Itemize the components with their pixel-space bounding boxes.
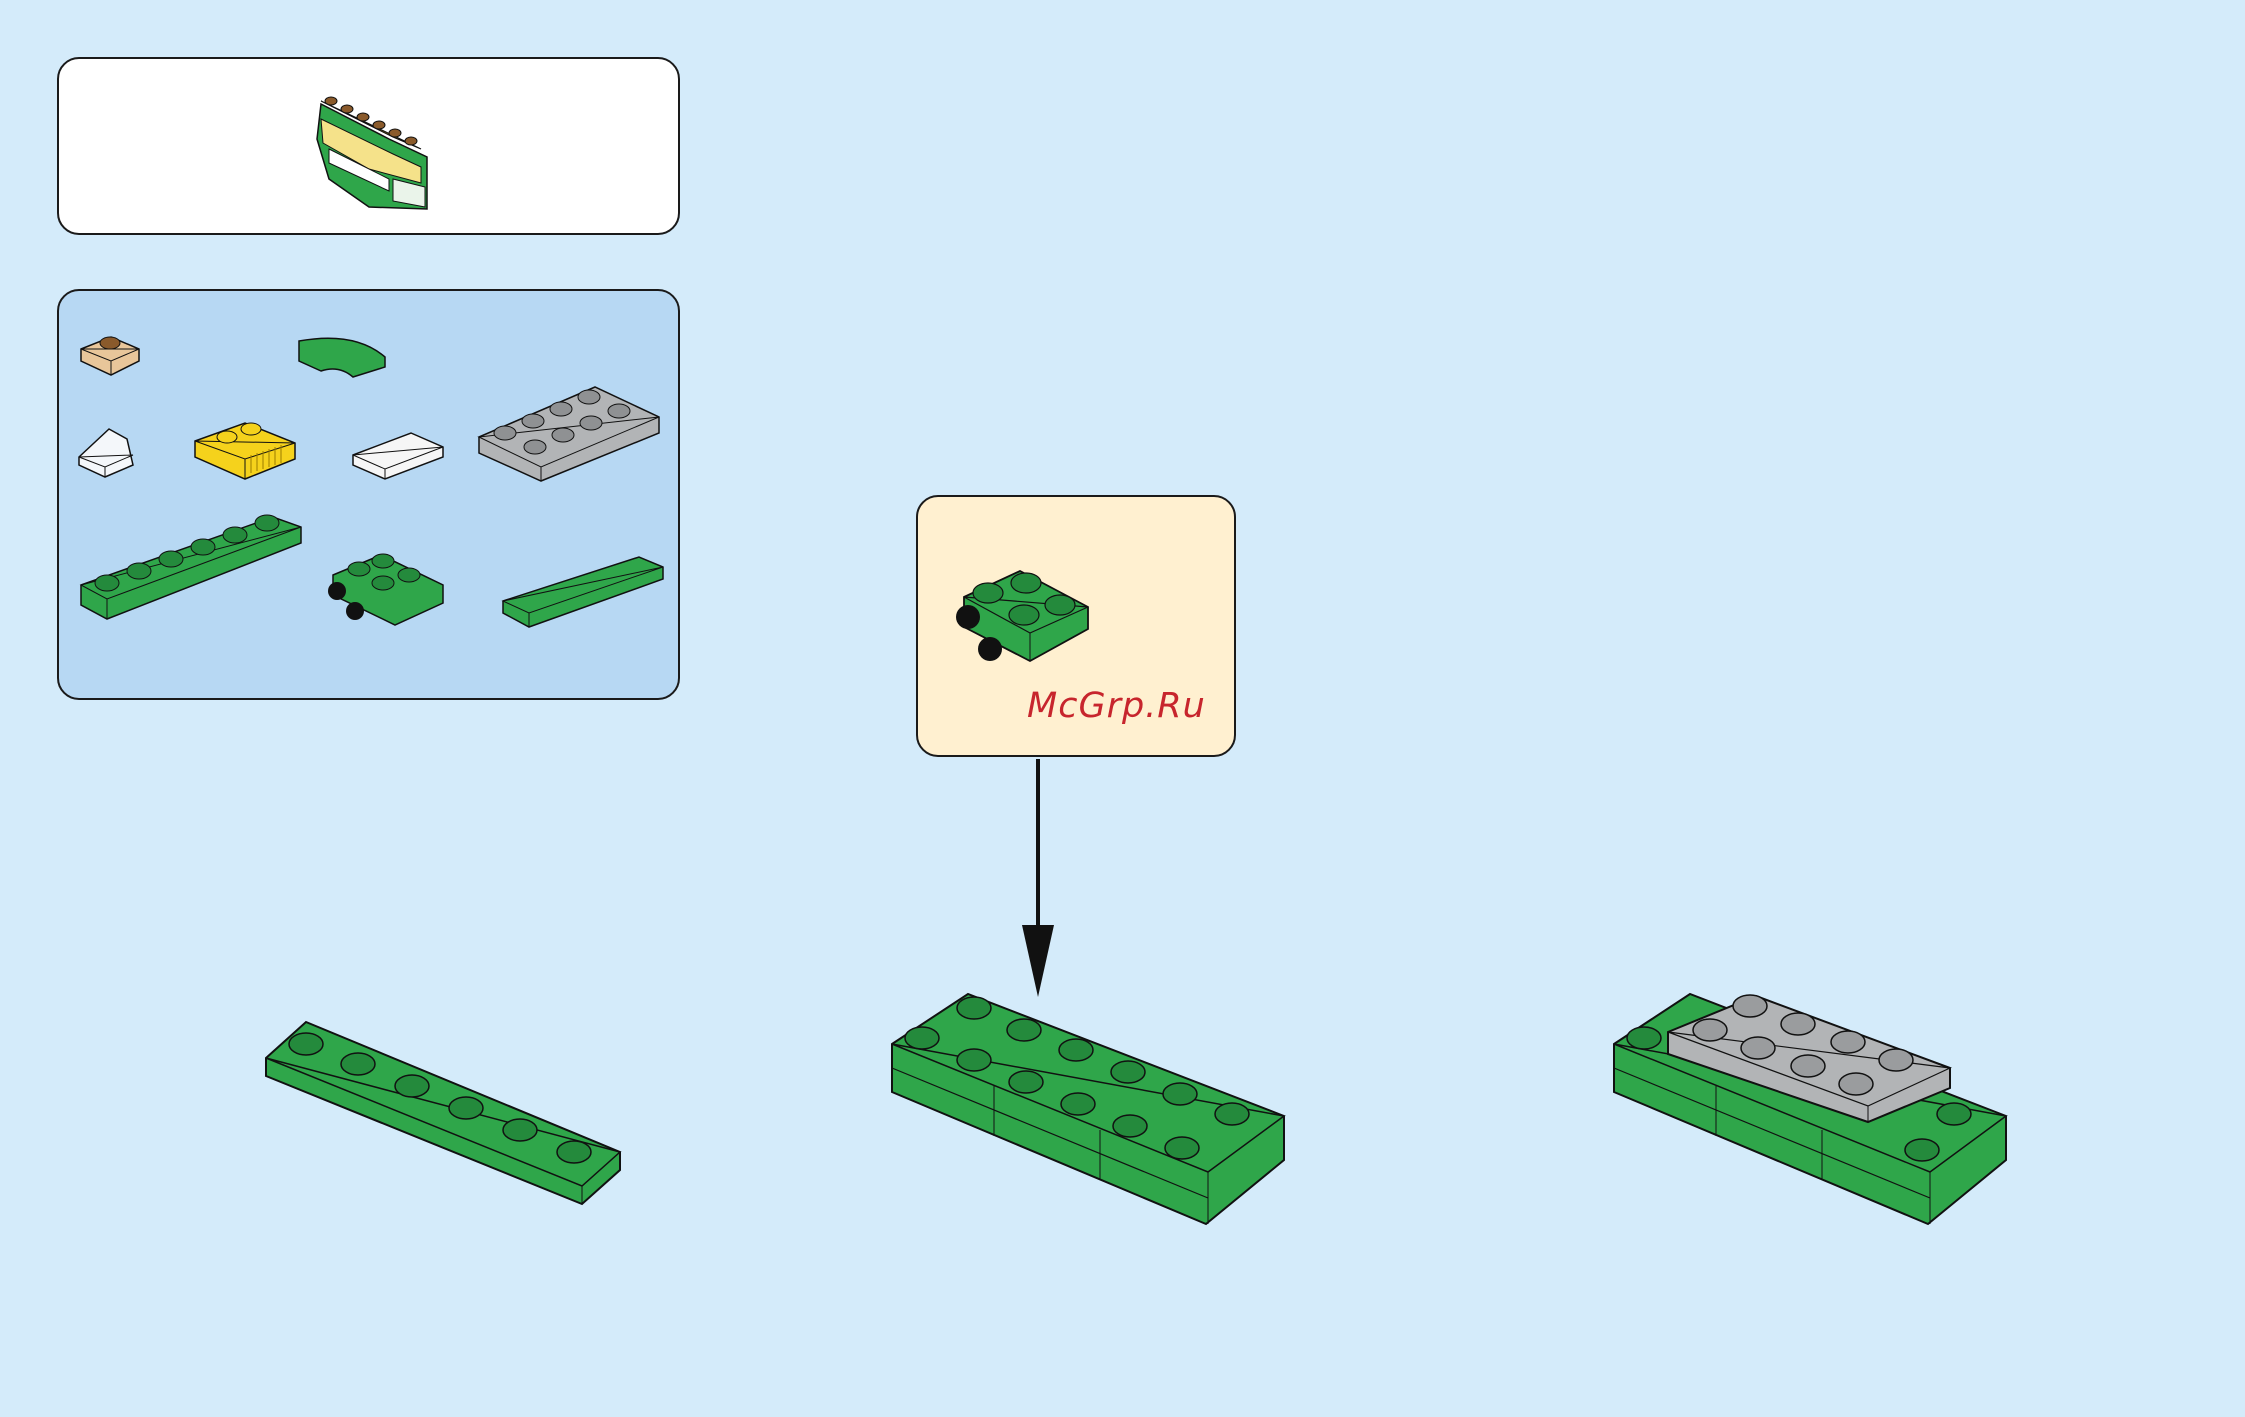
- green-tile-1x4-icon: [499, 551, 669, 631]
- green-bracket-plate-icon: [325, 545, 455, 631]
- green-bracket-plate-icon: [938, 557, 1138, 697]
- model-preview-panel: [57, 57, 680, 235]
- finished-model-icon: [309, 79, 449, 219]
- green-curved-slope-icon: [295, 335, 395, 383]
- tan-round-plate-icon: [77, 329, 143, 379]
- gray-plate-icon: [475, 377, 665, 487]
- step-1-plate-icon: [262, 1018, 626, 1208]
- step-2-assembly-icon: [888, 988, 1288, 1228]
- down-arrow-icon: [1018, 757, 1058, 1003]
- transparent-slope-icon: [75, 421, 141, 481]
- parts-list-panel: [57, 289, 680, 700]
- white-tile-icon: [349, 425, 447, 483]
- green-plate-1x6-icon: [77, 509, 307, 629]
- watermark-text: McGrp.Ru: [1027, 686, 1206, 726]
- step-3-assembly-icon: [1610, 988, 2010, 1228]
- yellow-grille-plate-icon: [191, 415, 301, 485]
